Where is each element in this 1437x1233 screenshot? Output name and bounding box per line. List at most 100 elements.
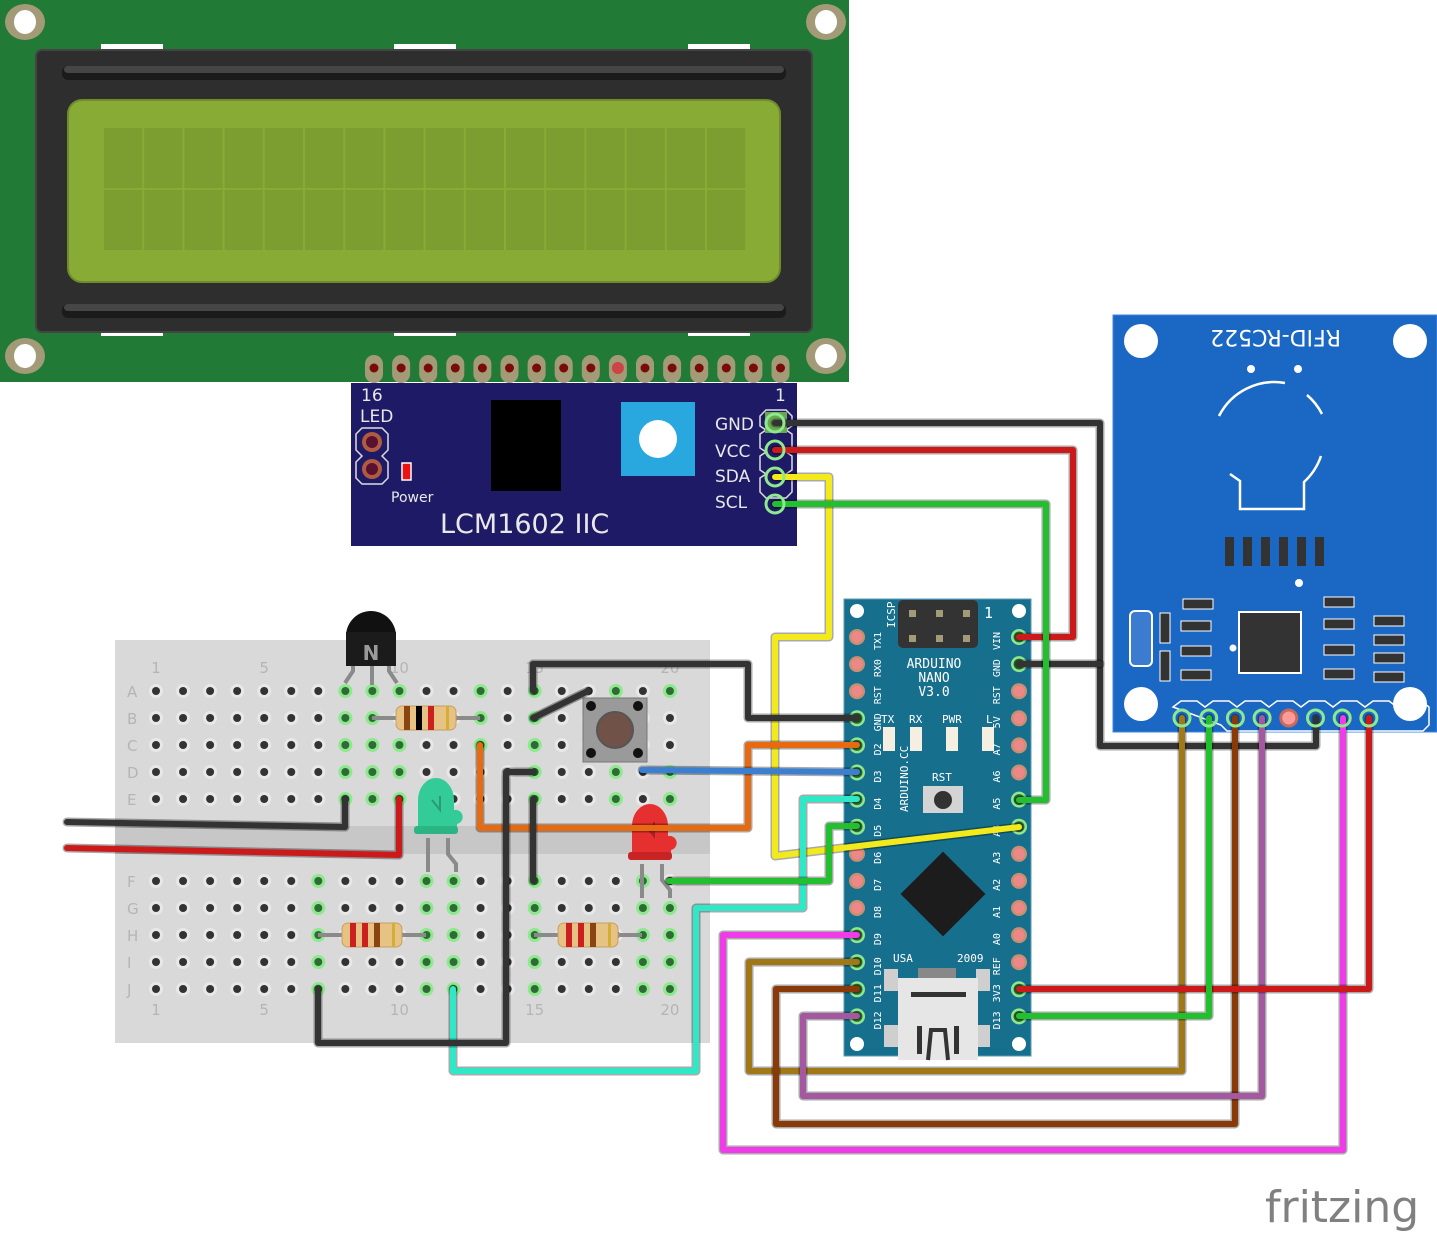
breadboard-hole[interactable] <box>233 958 242 966</box>
wire-d9-magenta[interactable] <box>720 715 1346 1153</box>
resistor[interactable] <box>372 705 480 731</box>
breadboard-hole[interactable] <box>260 958 269 966</box>
breadboard-hole[interactable] <box>314 958 323 966</box>
breadboard-hole[interactable] <box>179 741 188 749</box>
breadboard-hole[interactable] <box>638 795 647 803</box>
breadboard-hole[interactable] <box>260 877 269 885</box>
breadboard-hole[interactable] <box>503 714 512 722</box>
breadboard-hole[interactable] <box>314 877 323 885</box>
breadboard-hole[interactable] <box>368 768 377 776</box>
breadboard-hole[interactable] <box>611 768 620 776</box>
breadboard-hole[interactable] <box>341 958 350 966</box>
breadboard-hole[interactable] <box>422 768 431 776</box>
breadboard-hole[interactable] <box>287 958 296 966</box>
breadboard-hole[interactable] <box>638 958 647 966</box>
i2c-pin-scl[interactable] <box>764 493 786 515</box>
breadboard-hole[interactable] <box>449 768 458 776</box>
breadboard-hole[interactable] <box>287 904 296 912</box>
breadboard-hole[interactable] <box>152 904 160 912</box>
breadboard-hole[interactable] <box>638 904 647 912</box>
rfid-pin[interactable] <box>1306 708 1325 728</box>
breadboard-hole[interactable] <box>341 768 350 776</box>
breadboard-hole[interactable] <box>287 741 296 749</box>
breadboard-hole[interactable] <box>557 714 566 722</box>
breadboard-hole[interactable] <box>584 985 593 993</box>
led-jumper[interactable] <box>355 427 389 485</box>
breadboard-hole[interactable] <box>611 795 620 803</box>
contrast-potentiometer[interactable] <box>621 402 695 476</box>
breadboard-hole[interactable] <box>314 904 323 912</box>
rfid-module[interactable]: RFID-RC522 <box>1112 314 1437 733</box>
breadboard-hole[interactable] <box>179 931 188 939</box>
breadboard-hole[interactable] <box>449 904 458 912</box>
breadboard-hole[interactable] <box>341 741 350 749</box>
breadboard-hole[interactable] <box>665 958 674 966</box>
breadboard-hole[interactable] <box>395 741 404 749</box>
breadboard-hole[interactable] <box>422 904 431 912</box>
breadboard-hole[interactable] <box>260 687 269 695</box>
breadboard-hole[interactable] <box>260 985 269 993</box>
breadboard-hole[interactable] <box>260 768 269 776</box>
wire-d4-cyan[interactable] <box>450 796 860 1074</box>
npn-transistor[interactable]: N <box>343 611 399 685</box>
breadboard-hole[interactable] <box>368 795 377 803</box>
breadboard-hole[interactable] <box>152 714 160 722</box>
breadboard-hole[interactable] <box>233 687 242 695</box>
breadboard-hole[interactable] <box>260 795 269 803</box>
breadboard-hole[interactable] <box>206 687 215 695</box>
rfid-pin[interactable] <box>1225 708 1245 728</box>
breadboard-hole[interactable] <box>449 931 458 939</box>
breadboard-hole[interactable] <box>341 714 350 722</box>
reset-button[interactable] <box>923 786 963 813</box>
breadboard-hole[interactable] <box>476 877 485 885</box>
breadboard-hole[interactable] <box>395 768 404 776</box>
breadboard-hole[interactable] <box>395 877 404 885</box>
i2c-pin-gnd[interactable] <box>764 412 786 434</box>
i2c-backpack[interactable]: 16 1 LED Power LCM1602 IIC GND VCC SDA S… <box>351 383 797 546</box>
rfid-pin[interactable] <box>1279 708 1299 728</box>
breadboard-hole[interactable] <box>260 904 269 912</box>
breadboard-hole[interactable] <box>503 687 512 695</box>
breadboard-hole[interactable] <box>422 741 431 749</box>
breadboard-hole[interactable] <box>152 795 160 803</box>
breadboard-hole[interactable] <box>611 958 620 966</box>
breadboard-hole[interactable] <box>206 985 215 993</box>
breadboard-hole[interactable] <box>449 958 458 966</box>
breadboard-hole[interactable] <box>530 958 539 966</box>
rfid-pin[interactable] <box>1252 708 1272 728</box>
breadboard-hole[interactable] <box>287 877 296 885</box>
breadboard-hole[interactable] <box>665 714 674 722</box>
breadboard-hole[interactable] <box>422 687 431 695</box>
breadboard-hole[interactable] <box>233 877 242 885</box>
breadboard-hole[interactable] <box>449 741 458 749</box>
rfid-pin[interactable] <box>1332 708 1352 728</box>
breadboard-hole[interactable] <box>233 768 242 776</box>
breadboard-hole[interactable] <box>179 877 188 885</box>
breadboard-hole[interactable] <box>665 904 674 912</box>
breadboard-hole[interactable] <box>179 768 188 776</box>
breadboard-hole[interactable] <box>152 877 160 885</box>
led-green[interactable] <box>414 778 463 872</box>
wire-lcd-sda[interactable] <box>772 474 1022 859</box>
breadboard-hole[interactable] <box>233 985 242 993</box>
breadboard-hole[interactable] <box>206 768 215 776</box>
breadboard-hole[interactable] <box>395 985 404 993</box>
breadboard-hole[interactable] <box>530 985 539 993</box>
breadboard-hole[interactable] <box>287 768 296 776</box>
push-button[interactable] <box>582 697 648 763</box>
breadboard-hole[interactable] <box>233 741 242 749</box>
breadboard-hole[interactable] <box>152 687 160 695</box>
breadboard-hole[interactable] <box>368 985 377 993</box>
breadboard-hole[interactable] <box>476 904 485 912</box>
breadboard-hole[interactable] <box>179 795 188 803</box>
wire-d2-orange[interactable] <box>477 742 860 831</box>
breadboard-hole[interactable] <box>287 714 296 722</box>
wire-power-vcc[interactable] <box>64 796 402 858</box>
breadboard-hole[interactable] <box>611 877 620 885</box>
wire-ground-bus[interactable] <box>315 769 536 1046</box>
breadboard-hole[interactable] <box>557 877 566 885</box>
wire-d5-green[interactable] <box>666 823 860 884</box>
breadboard-hole[interactable] <box>206 714 215 722</box>
breadboard-hole[interactable] <box>233 714 242 722</box>
breadboard-hole[interactable] <box>449 877 458 885</box>
